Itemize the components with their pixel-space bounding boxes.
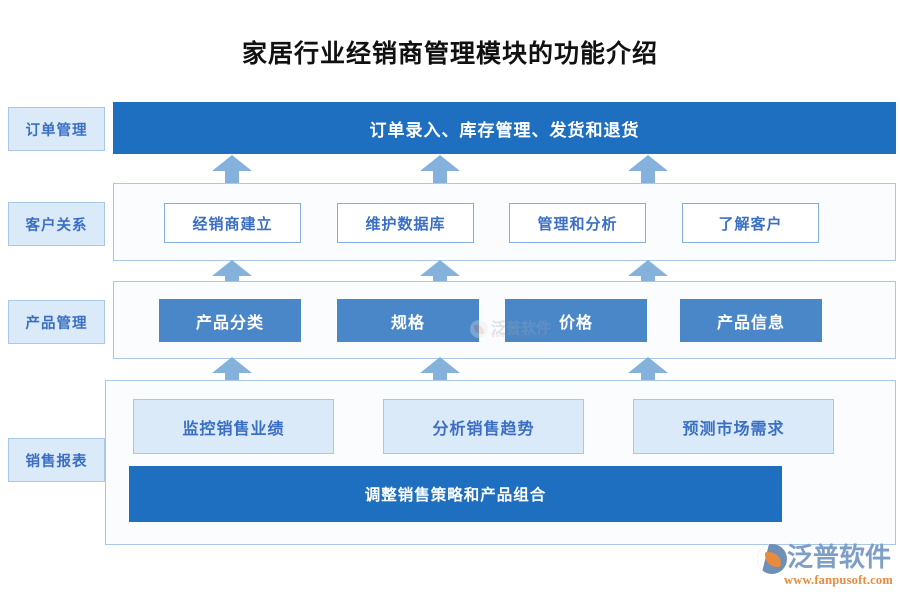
customer-item-dealer-setup[interactable]: 经销商建立 bbox=[164, 203, 301, 243]
order-management-band[interactable]: 订单录入、库存管理、发货和退货 bbox=[113, 102, 896, 154]
brand-name: 泛普软件 bbox=[787, 542, 892, 572]
customer-item-manage-analyze-text: 管理和分析 bbox=[537, 216, 618, 233]
category-label-order[interactable]: 订单管理 bbox=[8, 107, 105, 151]
sales-item-forecast-demand-text: 预测市场需求 bbox=[682, 420, 785, 438]
brand-url: www.fanpusoft.com bbox=[784, 573, 893, 587]
category-label-sales[interactable]: 销售报表 bbox=[8, 438, 105, 482]
sales-item-analyze-trend-text: 分析销售趋势 bbox=[432, 420, 535, 438]
product-item-price[interactable]: 价格 bbox=[505, 299, 647, 342]
customer-item-manage-analyze[interactable]: 管理和分析 bbox=[509, 203, 646, 243]
product-item-information-text: 产品信息 bbox=[716, 314, 785, 332]
customer-item-maintain-db[interactable]: 维护数据库 bbox=[337, 203, 474, 243]
brand-mark-icon bbox=[757, 544, 787, 574]
page-title: 家居行业经销商管理模块的功能介绍 bbox=[241, 41, 658, 68]
sales-summary-band-text: 调整销售策略和产品组合 bbox=[364, 487, 547, 504]
customer-item-know-customer[interactable]: 了解客户 bbox=[682, 203, 819, 243]
category-label-product[interactable]: 产品管理 bbox=[8, 300, 105, 344]
customer-item-dealer-setup-text: 经销商建立 bbox=[192, 216, 273, 233]
category-label-customer-text: 客户关系 bbox=[25, 217, 88, 234]
order-management-band-text: 订单录入、库存管理、发货和退货 bbox=[369, 120, 640, 140]
category-label-sales-text: 销售报表 bbox=[25, 453, 88, 470]
category-label-product-text: 产品管理 bbox=[25, 315, 88, 332]
sales-summary-band[interactable]: 调整销售策略和产品组合 bbox=[129, 466, 782, 522]
sales-item-monitor-performance-text: 监控销售业绩 bbox=[182, 420, 285, 438]
arrow-up-icon-order-1 bbox=[212, 155, 252, 185]
category-label-customer[interactable]: 客户关系 bbox=[8, 202, 105, 246]
customer-item-maintain-db-text: 维护数据库 bbox=[365, 216, 446, 233]
sales-item-monitor-performance[interactable]: 监控销售业绩 bbox=[133, 399, 334, 454]
category-label-order-text: 订单管理 bbox=[25, 122, 88, 139]
arrow-up-icon-order-3 bbox=[628, 155, 668, 185]
product-item-classification[interactable]: 产品分类 bbox=[159, 299, 301, 342]
customer-item-know-customer-text: 了解客户 bbox=[718, 216, 783, 233]
product-item-classification-text: 产品分类 bbox=[195, 314, 264, 332]
product-item-specification-text: 规格 bbox=[390, 314, 425, 332]
product-item-information[interactable]: 产品信息 bbox=[680, 299, 822, 342]
product-item-specification[interactable]: 规格 bbox=[337, 299, 479, 342]
arrow-up-icon-order-2 bbox=[420, 155, 460, 185]
product-item-price-text: 价格 bbox=[558, 314, 593, 332]
brand-logo: 泛普软件 www.fanpusoft.com bbox=[757, 540, 897, 592]
sales-item-analyze-trend[interactable]: 分析销售趋势 bbox=[383, 399, 584, 454]
sales-item-forecast-demand[interactable]: 预测市场需求 bbox=[633, 399, 834, 454]
